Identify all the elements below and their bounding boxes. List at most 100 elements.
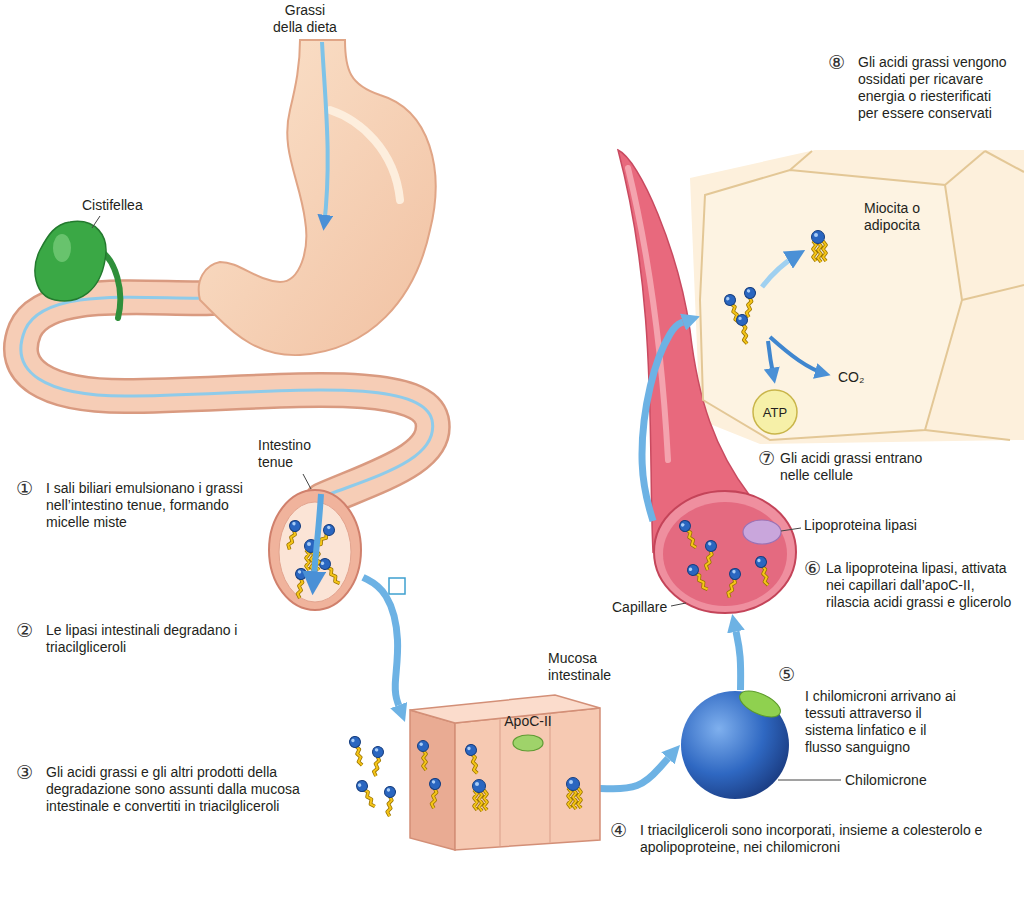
detail-marker xyxy=(389,578,405,594)
callout-number: ⑥ xyxy=(804,558,821,578)
leader-line xyxy=(92,216,100,228)
apoc-ii-protein xyxy=(736,686,784,723)
fatty-acid xyxy=(699,539,717,570)
node-label: Chilomicrone xyxy=(845,772,927,789)
flow-arrow xyxy=(600,758,668,788)
cell-wall xyxy=(790,151,812,170)
step-text: Le lipasi intestinali degradano i triaci… xyxy=(46,622,266,656)
cell-border xyxy=(549,714,551,843)
callout-number-box: ② xyxy=(16,620,33,641)
triacylglycerol xyxy=(812,231,827,263)
stomach xyxy=(199,40,436,355)
fatty-acid xyxy=(678,519,698,550)
node-text-box: Mucosa intestinale xyxy=(548,650,616,684)
callout-number: ⑤ xyxy=(778,664,795,684)
leader-line xyxy=(781,528,801,531)
callout-number: ⑧ xyxy=(828,52,845,72)
step-text: Gli acidi grassi vengono ossidati per ri… xyxy=(858,54,1008,122)
node-label: Capillare xyxy=(612,599,667,616)
callout-number-box: ④ xyxy=(610,820,627,841)
fat-flow-arrow xyxy=(313,494,321,588)
capillary-lumen xyxy=(663,502,787,606)
atp-molecule: ATP xyxy=(752,389,798,435)
fatty-acid xyxy=(722,567,742,598)
node-label: ApoC-II xyxy=(504,713,551,730)
step-text-box: I sali biliari emulsionano i grassi nell… xyxy=(46,480,276,531)
flow-arrow xyxy=(736,632,741,690)
node-label: Intestino tenue xyxy=(258,437,318,471)
fatty-acid xyxy=(736,314,750,344)
step-text-box: La lipoproteina lipasi, attivata nei cap… xyxy=(826,560,1014,611)
fatty-acid xyxy=(368,745,385,776)
molecule-label: CO₂ xyxy=(838,369,864,386)
step-text-box: Le lipasi intestinali degradano i triaci… xyxy=(46,622,266,656)
leader-line xyxy=(303,474,311,489)
fat-flow-arrow xyxy=(322,42,328,226)
input-label: Grassi della dieta xyxy=(270,2,340,36)
node-text-box: Intestino tenue xyxy=(258,437,318,471)
intestine-wall xyxy=(269,490,361,610)
cell-wall xyxy=(962,285,1024,300)
cell-wall xyxy=(945,151,985,185)
step-text: Gli acidi grassi entrano nelle cellule xyxy=(780,450,940,484)
fatty-acid xyxy=(355,779,377,810)
triacylglycerol xyxy=(473,780,488,812)
node-text-box: Lipoproteina lipasi xyxy=(804,516,917,534)
flow-arrow xyxy=(363,577,399,705)
molecule-label-box: CO₂ xyxy=(838,368,864,386)
fatty-acid xyxy=(425,778,441,809)
step-text: I chilomicroni arrivano ai tessuti attra… xyxy=(805,688,965,756)
callout-number-box: ⑤ xyxy=(778,664,795,685)
fatty-acid xyxy=(349,736,365,767)
capillary-section-shape xyxy=(653,490,797,614)
lipase-enzyme-shape xyxy=(742,519,782,545)
callout-number-box: ③ xyxy=(16,762,33,783)
intestine-section: Intestino tenue xyxy=(267,488,363,612)
fatty-acid xyxy=(317,556,341,587)
cell-outline xyxy=(700,170,962,440)
node-label: Miocita o adipocita xyxy=(855,200,929,234)
gallbladder-highlight xyxy=(53,234,71,262)
step-text-box: Gli acidi grassi entrano nelle cellule xyxy=(780,450,940,484)
fatty-acid xyxy=(465,744,480,775)
fatty-acid xyxy=(755,556,771,587)
fatty-acid xyxy=(418,741,429,771)
chylomicron-shape xyxy=(680,690,790,800)
lipase-blob xyxy=(743,520,781,544)
esterification-arrow xyxy=(762,253,800,287)
callout-number: ② xyxy=(16,620,33,640)
node-text-box: ATP xyxy=(752,403,798,421)
tissue-background xyxy=(690,150,1024,444)
leader-line xyxy=(778,780,841,781)
node-text-box: ApoC-II xyxy=(500,712,556,730)
fatty-acid xyxy=(381,786,396,817)
part-label: Cistifellea xyxy=(82,197,143,214)
stomach-highlight xyxy=(330,110,400,200)
step-text: Gli acidi grassi e gli altri prodotti de… xyxy=(46,764,331,815)
mucosa-front xyxy=(455,708,600,850)
node-text-box: Chilomicrone xyxy=(845,771,927,789)
callout-number-box: ⑧ xyxy=(828,52,845,73)
node-text-box: Miocita o adipocita xyxy=(855,200,929,234)
cell-walls xyxy=(692,151,1024,440)
node-label: Mucosa intestinale xyxy=(548,650,616,684)
part-label-box: Cistifellea xyxy=(82,196,143,214)
flow-arrow xyxy=(642,322,683,521)
apoc-ii-protein xyxy=(513,735,543,751)
intestinal-mucosa: Mucosa intestinaleApoC-II xyxy=(405,688,600,850)
capillary-wall xyxy=(654,491,796,613)
capillary-section: CapillareLipoproteina lipasi xyxy=(653,490,797,614)
callout-number: ① xyxy=(16,478,33,498)
oxidation-arrow xyxy=(770,337,826,374)
callout-number: ③ xyxy=(16,762,33,782)
cell-border xyxy=(499,719,501,846)
cell-wall xyxy=(985,151,1024,172)
atp-circle xyxy=(753,390,797,434)
energy-arrow xyxy=(768,341,774,379)
step-text-box: Gli acidi grassi e gli altri prodotti de… xyxy=(46,764,331,815)
target-cell-shape xyxy=(700,165,965,440)
step-text: I sali biliari emulsionano i grassi nell… xyxy=(46,480,276,531)
callout-number: ⑦ xyxy=(758,448,775,468)
